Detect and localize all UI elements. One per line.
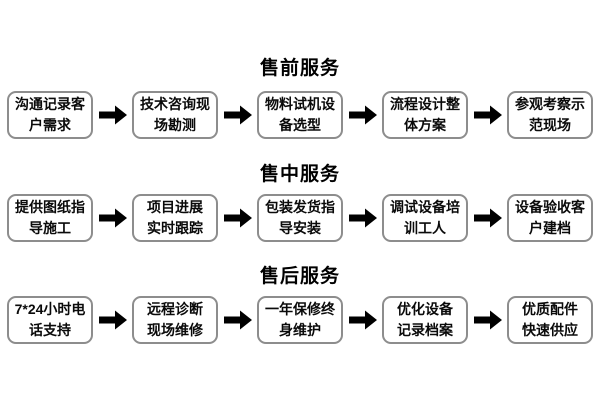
step-box: 技术咨询现 场勘测 [132,91,218,139]
step-box: 参观考察示 范现场 [507,91,593,139]
step-box: 沟通记录客 户需求 [7,91,93,139]
step-line: 快速供应 [522,322,578,338]
step-line: 包装发货指 [265,199,335,215]
step-line: 导安装 [279,220,321,236]
step-line: 范现场 [529,117,571,133]
step-box: 物料试机设 备选型 [257,91,343,139]
step-box: 一年保修终 身维护 [257,296,343,344]
step-line: 7*24小时电 [14,301,86,317]
step-line: 话支持 [29,322,71,338]
step-line: 调试设备培 [390,199,460,215]
step-line: 流程设计整 [390,96,460,112]
midsale-step-row: 提供图纸指 导施工 项目进展 实时跟踪 包装发货指 导安装 调试设备培 训工人 … [7,194,593,242]
step-line: 身维护 [279,322,321,338]
step-line: 优化设备 [397,301,453,317]
step-box: 优化设备 记录档案 [382,296,468,344]
step-line: 户需求 [29,117,71,133]
arrow-right-icon [473,208,502,228]
step-line: 备选型 [279,117,321,133]
step-line: 体方案 [404,117,446,133]
step-line: 优质配件 [522,301,578,317]
step-line: 现场维修 [147,322,203,338]
step-line: 技术咨询现 [140,96,210,112]
arrow-right-icon [98,208,127,228]
step-line: 物料试机设 [265,96,335,112]
step-line: 一年保修终 [265,301,335,317]
step-line: 户建档 [529,220,571,236]
step-line: 项目进展 [147,199,203,215]
arrow-right-icon [473,310,502,330]
aftersale-step-row: 7*24小时电 话支持 远程诊断 现场维修 一年保修终 身维护 优化设备 记录档… [7,296,593,344]
section-title-presale: 售前服务 [259,58,340,79]
step-line: 参观考察示 [515,96,585,112]
arrow-right-icon [473,105,502,125]
step-box: 调试设备培 训工人 [382,194,468,242]
section-title-aftersale: 售后服务 [259,266,340,287]
step-line: 远程诊断 [147,301,203,317]
arrow-right-icon [98,310,127,330]
step-box: 设备验收客 户建档 [507,194,593,242]
step-box: 项目进展 实时跟踪 [132,194,218,242]
step-line: 导施工 [29,220,71,236]
arrow-right-icon [348,105,377,125]
step-box: 包装发货指 导安装 [257,194,343,242]
arrow-right-icon [223,208,252,228]
step-line: 实时跟踪 [147,220,203,236]
step-line: 设备验收客 [515,199,585,215]
arrow-right-icon [223,310,252,330]
step-box: 提供图纸指 导施工 [7,194,93,242]
step-box: 远程诊断 现场维修 [132,296,218,344]
step-line: 沟通记录客 [15,96,85,112]
step-line: 提供图纸指 [15,199,85,215]
arrow-right-icon [348,310,377,330]
step-line: 训工人 [404,220,446,236]
arrow-right-icon [98,105,127,125]
step-line: 场勘测 [154,117,196,133]
step-box: 7*24小时电 话支持 [7,296,93,344]
arrow-right-icon [348,208,377,228]
arrow-right-icon [223,105,252,125]
step-box: 流程设计整 体方案 [382,91,468,139]
section-title-midsale: 售中服务 [259,164,340,185]
presale-step-row: 沟通记录客 户需求 技术咨询现 场勘测 物料试机设 备选型 流程设计整 体方案 … [7,91,593,139]
step-line: 记录档案 [397,322,453,338]
step-box: 优质配件 快速供应 [507,296,593,344]
